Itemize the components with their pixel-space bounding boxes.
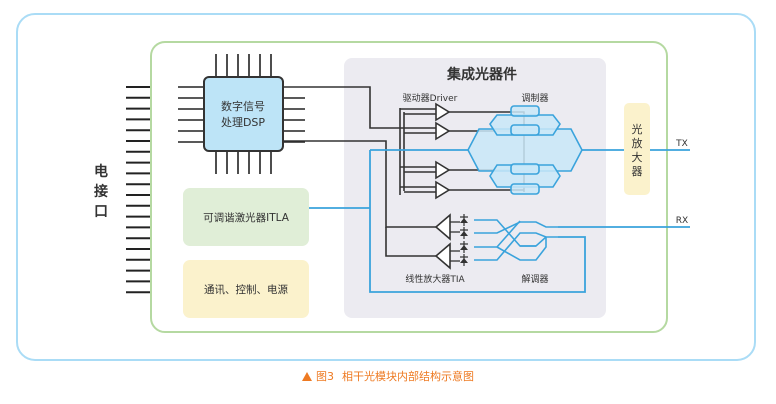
modulator-arm-2 bbox=[510, 124, 540, 136]
caption-figure-number: 图3 bbox=[316, 370, 334, 383]
demodulator bbox=[474, 219, 558, 261]
comm-control-power-label: 通讯、控制、电源 bbox=[204, 283, 288, 296]
driver-amplifier-icon bbox=[435, 102, 451, 122]
demodulator-label: 解调器 bbox=[521, 273, 548, 285]
integrated-photonics-title: 集成光器件 bbox=[446, 66, 517, 83]
driver-amplifier-icon bbox=[435, 160, 451, 180]
electrical-interface-char-2: 接 bbox=[94, 183, 108, 200]
integrated-photonics-panel bbox=[344, 58, 606, 318]
dsp-chip-pins bbox=[178, 54, 305, 174]
photodiode-icon bbox=[460, 258, 468, 263]
modulator-arm-4 bbox=[510, 183, 540, 195]
optical-paths bbox=[309, 149, 690, 293]
iq-modulator bbox=[467, 105, 583, 195]
photodiode-icon bbox=[460, 245, 468, 250]
tia-amplifiers bbox=[434, 213, 468, 270]
optical-amplifier-char-3: 大 bbox=[632, 150, 643, 164]
driver-amplifier-icon bbox=[435, 121, 451, 141]
electrical-interface-pins bbox=[126, 86, 150, 294]
optical-amplifier-box bbox=[624, 103, 650, 195]
dsp-to-driver-line bbox=[283, 86, 400, 129]
modulator-outer-mzi bbox=[467, 128, 583, 172]
tia-amplifier-icon bbox=[434, 213, 451, 241]
electrical-signal-lines bbox=[283, 86, 436, 257]
driver-label: 驱动器Driver bbox=[403, 93, 458, 104]
optical-amplifier-char-1: 光 bbox=[632, 122, 643, 136]
tx-port-label: TX bbox=[675, 139, 688, 149]
modulator-lower-mzi bbox=[489, 164, 561, 188]
comm-control-power-box bbox=[183, 260, 309, 318]
itla-box bbox=[183, 188, 309, 246]
optical-amplifier-char-4: 器 bbox=[632, 165, 643, 178]
electrical-interface-char-3: 口 bbox=[94, 204, 108, 220]
dsp-label-line1: 数字信号 bbox=[221, 99, 265, 113]
tia-label: 线性放大器TIA bbox=[405, 273, 465, 285]
electrical-interface-label: 电 接 口 bbox=[94, 163, 108, 220]
photodiode-icon bbox=[460, 218, 468, 223]
electrical-interface-char-1: 电 bbox=[94, 163, 108, 180]
driver-amplifiers bbox=[400, 102, 451, 200]
itla-label: 可调谐激光器ITLA bbox=[203, 211, 290, 224]
photodiode-icon bbox=[460, 231, 468, 236]
modulator-arm-3 bbox=[510, 163, 540, 175]
driver-amplifier-icon bbox=[435, 180, 451, 200]
optical-amplifier-char-2: 放 bbox=[632, 136, 643, 150]
tia-amplifier-icon bbox=[434, 242, 451, 270]
tia-bus bbox=[385, 227, 436, 257]
caption-text: 相干光模块内部结构示意图 bbox=[342, 370, 474, 383]
dsp-label-line2: 处理DSP bbox=[221, 116, 265, 129]
modulator-arm-1 bbox=[510, 105, 540, 117]
caption-triangle-icon bbox=[302, 372, 312, 381]
laser-split-line bbox=[369, 150, 586, 293]
rx-port-label: RX bbox=[676, 216, 688, 226]
figure-caption: 图3 相干光模块内部结构示意图 bbox=[0, 368, 776, 384]
dsp-chip bbox=[203, 76, 284, 152]
modulator-label: 调制器 bbox=[521, 92, 548, 104]
dsp-to-tia-line bbox=[283, 140, 436, 228]
